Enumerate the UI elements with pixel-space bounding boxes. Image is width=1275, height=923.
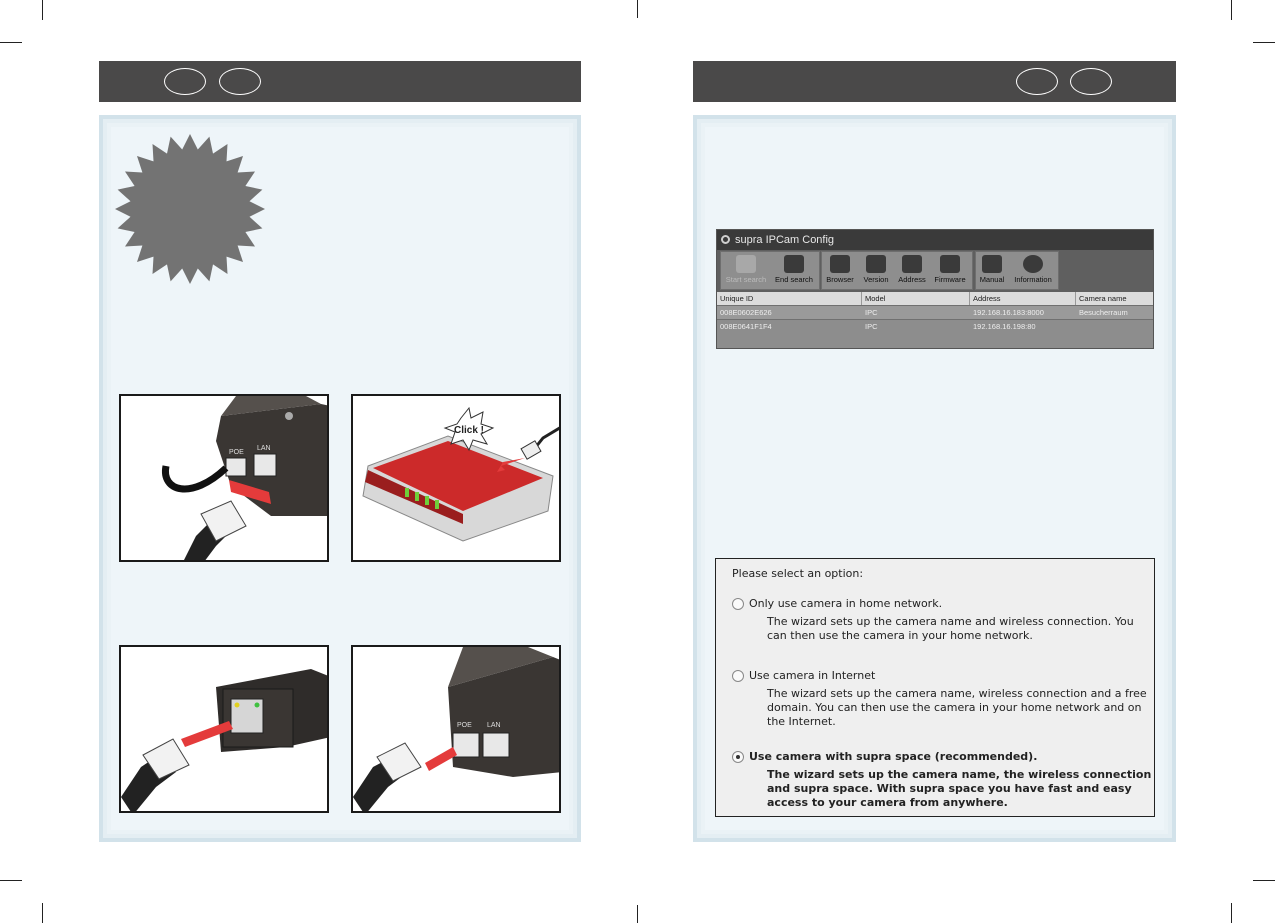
binoculars-icon (784, 255, 804, 273)
address-icon (902, 255, 922, 273)
starburst-badge (115, 134, 265, 284)
address-button[interactable]: Address (895, 250, 929, 288)
binoculars-icon (736, 255, 756, 273)
header-oval (164, 68, 206, 95)
cell-unique-id: 008E0641F1F4 (720, 322, 772, 331)
tools-icon (940, 255, 960, 273)
option-title: Use camera in Internet (749, 669, 876, 682)
crop-mark (1231, 903, 1232, 923)
option-description: The wizard sets up the camera name and w… (767, 615, 1134, 642)
globe-icon (830, 255, 850, 273)
cell-camera-name: Besucherraum (1079, 308, 1128, 317)
table-row[interactable]: 008E0641F1F4 IPC 192.168.16.198:80 (717, 319, 1153, 333)
table-row[interactable]: 008E0602E626 IPC 192.168.16.183:8000 Bes… (717, 305, 1153, 319)
start-search-button[interactable]: Start search (723, 250, 769, 288)
cell-address: 192.168.16.183:8000 (973, 308, 1044, 317)
crop-mark (1231, 0, 1232, 20)
svg-text:LAN: LAN (487, 722, 501, 729)
firmware-button[interactable]: Firmware (931, 250, 969, 288)
header-oval (219, 68, 261, 95)
crop-mark (1253, 880, 1275, 881)
option-description: The wizard sets up the camera name, the … (767, 768, 1152, 809)
photo-camera-lan-port (119, 645, 329, 813)
dialog-prompt: Please select an option: (732, 567, 864, 580)
crop-mark (0, 880, 22, 881)
cell-model: IPC (865, 308, 878, 317)
svg-text:POE: POE (229, 449, 244, 456)
table-header: Unique ID Model Address Camera name (717, 292, 1153, 305)
radio-supra-space[interactable] (732, 751, 744, 763)
window-title: supra IPCam Config (735, 234, 835, 246)
cell-address: 192.168.16.198:80 (973, 322, 1036, 331)
photo-poe-injector-lan: POE LAN (351, 645, 561, 813)
window-title-bar: supra IPCam Config (717, 230, 1153, 250)
crop-mark (1253, 42, 1275, 43)
option-title: Only use camera in home network. (749, 597, 943, 610)
option-description: The wizard sets up the camera name, wire… (767, 687, 1147, 728)
ipcam-config-window: supra IPCam Config Start search End sear… (716, 229, 1154, 349)
cell-model: IPC (865, 322, 878, 331)
photo-poe-injector-cables: POE LAN (119, 394, 329, 562)
setup-options-dialog: Please select an option: Only use camera… (715, 558, 1155, 817)
camera-table: Unique ID Model Address Camera name 008E… (717, 292, 1153, 333)
header-oval (1016, 68, 1058, 95)
browser-button[interactable]: Browser (823, 250, 857, 288)
manual-button[interactable]: Manual (977, 250, 1007, 288)
column-header-address[interactable]: Address (970, 292, 1076, 305)
svg-text:Click !: Click ! (454, 425, 484, 436)
svg-text:LAN: LAN (257, 445, 271, 452)
column-header-unique-id[interactable]: Unique ID (717, 292, 862, 305)
app-logo-icon (721, 235, 730, 244)
svg-text:POE: POE (457, 722, 472, 729)
book-icon (982, 255, 1002, 273)
crop-mark (42, 0, 43, 20)
version-button[interactable]: Version (859, 250, 893, 288)
end-search-button[interactable]: End search (771, 250, 817, 288)
cell-unique-id: 008E0602E626 (720, 308, 772, 317)
crop-mark (0, 42, 22, 43)
option-title: Use camera with supra space (recommended… (749, 750, 1038, 763)
toolbar: Start search End search Browser Version … (717, 250, 1153, 292)
help-icon (1023, 255, 1043, 273)
crop-mark (637, 0, 638, 18)
radio-internet[interactable] (732, 670, 744, 682)
header-oval (1070, 68, 1112, 95)
column-header-model[interactable]: Model (862, 292, 970, 305)
information-button[interactable]: Information (1009, 250, 1057, 288)
crop-mark (637, 905, 638, 923)
photo-router-cable: Click ! (351, 394, 561, 562)
column-header-camera-name[interactable]: Camera name (1076, 292, 1153, 305)
radio-home-network[interactable] (732, 598, 744, 610)
barcode-icon (866, 255, 886, 273)
crop-mark (42, 903, 43, 923)
